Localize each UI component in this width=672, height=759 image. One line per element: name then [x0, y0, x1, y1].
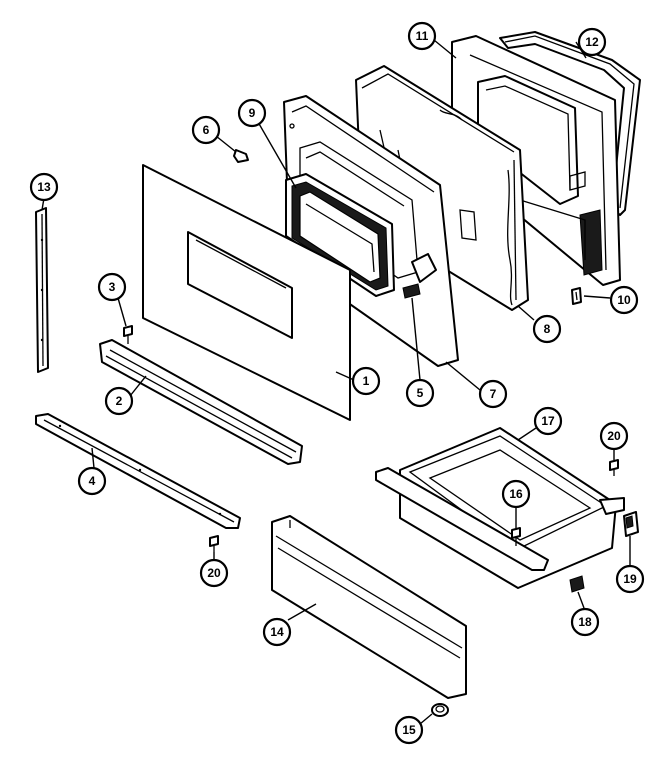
part-17-storage-drawer: [375, 427, 625, 589]
callout-14-label: 14: [270, 625, 284, 639]
callout-16: 16: [501, 479, 531, 509]
part-4-lower-rail: [35, 413, 241, 529]
callout-7-label: 7: [490, 387, 497, 401]
part-13-side-trim: [35, 207, 49, 373]
callout-6: 6: [191, 115, 221, 145]
callout-5-label: 5: [417, 386, 424, 400]
part-11-inner-door-frame: [451, 35, 621, 286]
callout-10-label: 10: [617, 293, 631, 307]
callout-20-left: 20: [199, 558, 229, 588]
callout-11: 11: [407, 21, 437, 51]
part-5-latch: [402, 283, 421, 299]
callout-17: 17: [533, 406, 563, 436]
callout-16-label: 16: [509, 487, 523, 501]
part-1-outer-door-panel: [142, 164, 351, 421]
callout-12-label: 12: [585, 35, 599, 49]
leader-lines: [41, 39, 631, 725]
callout-9-label: 9: [249, 106, 256, 120]
callout-5: 5: [405, 378, 435, 408]
part-18-roller: [569, 575, 585, 593]
callout-1: 1: [351, 366, 381, 396]
part-9-window-assembly: [285, 173, 395, 297]
part-20-screw-left: [209, 535, 219, 552]
callout-15: 15: [394, 715, 424, 745]
part-15-glide: [431, 703, 449, 717]
callout-20-left-label: 20: [207, 566, 221, 580]
part-20-screw-right: [609, 459, 619, 476]
part-19-bracket: [623, 511, 639, 537]
part-10-clip: [571, 287, 582, 305]
callout-20-right: 20: [599, 421, 629, 451]
part-14-drawer-front: [271, 515, 467, 699]
callout-15-label: 15: [402, 723, 416, 737]
callout-18: 18: [570, 607, 600, 637]
callout-12: 12: [577, 27, 607, 57]
callout-10: 10: [609, 285, 639, 315]
callout-3-label: 3: [109, 280, 116, 294]
part-6-clip: [233, 149, 249, 163]
callout-19: 19: [615, 564, 645, 594]
callout-17-label: 17: [541, 414, 555, 428]
callout-8: 8: [532, 314, 562, 344]
callout-2: 2: [104, 386, 134, 416]
part-2-handle-bar: [99, 339, 303, 465]
callout-11-label: 11: [416, 29, 429, 43]
callout-7: 7: [478, 379, 508, 409]
callout-18-label: 18: [578, 615, 592, 629]
callout-2-label: 2: [116, 394, 123, 408]
part-3-screw: [123, 325, 133, 344]
callout-6-label: 6: [203, 123, 210, 137]
callout-8-label: 8: [544, 322, 551, 336]
callout-19-label: 19: [623, 572, 637, 586]
callout-9: 9: [237, 98, 267, 128]
callout-1-label: 1: [363, 374, 370, 388]
callout-4-label: 4: [89, 474, 96, 488]
callout-14: 14: [262, 617, 292, 647]
callout-13-label: 13: [37, 180, 51, 194]
callout-13: 13: [29, 172, 59, 202]
part-16-screw-drawer: [511, 527, 521, 546]
callout-20-right-label: 20: [607, 429, 621, 443]
callout-4: 4: [77, 466, 107, 496]
callout-3: 3: [97, 272, 127, 302]
